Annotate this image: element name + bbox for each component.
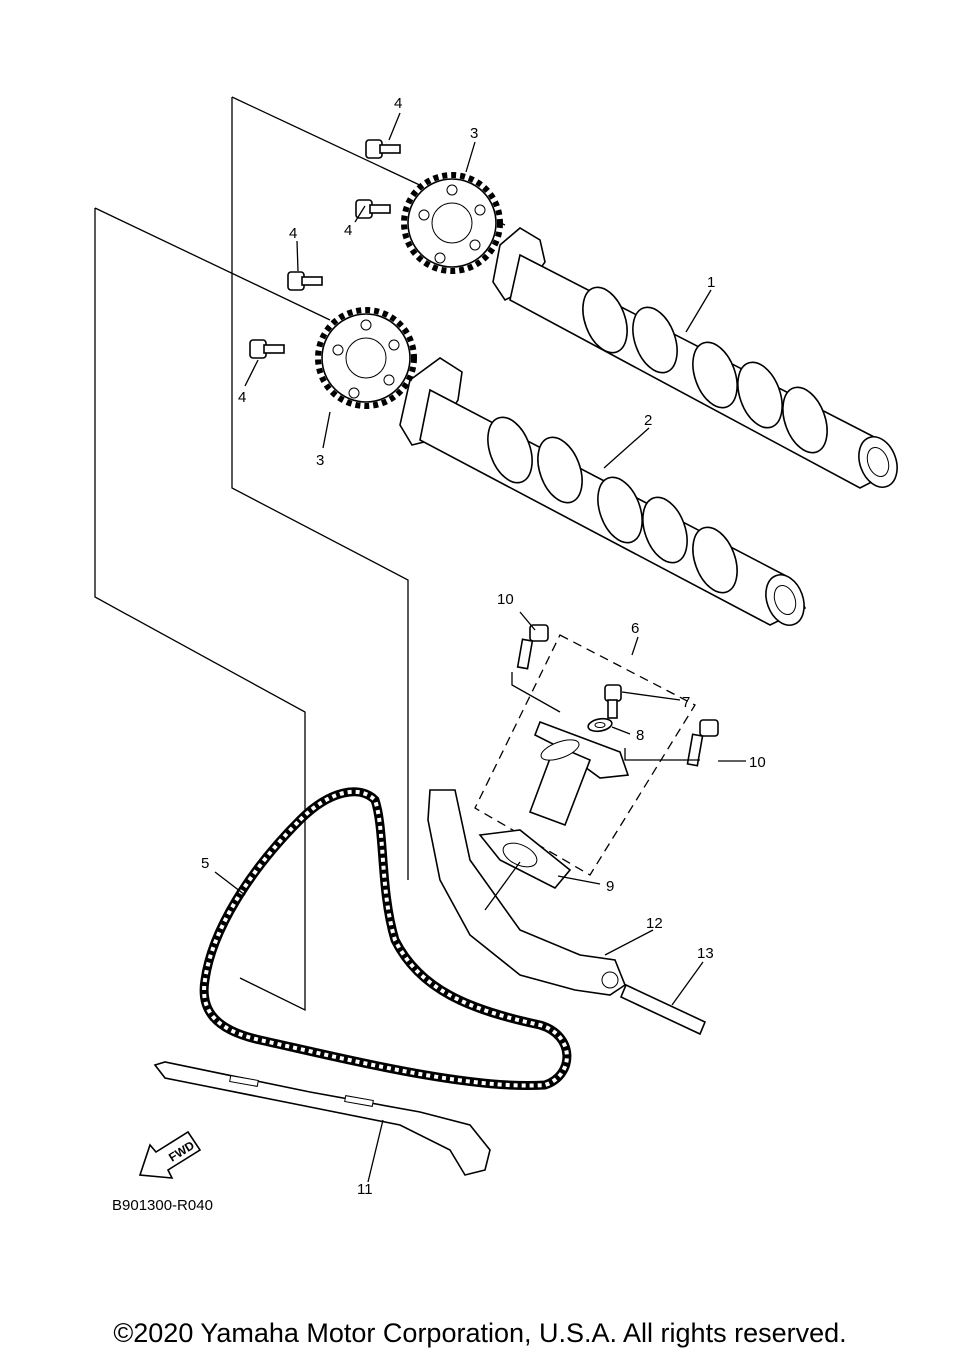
sprocket-upper [401,172,503,274]
reference-frame-lower [94,207,331,1012]
callout-3-lower: 3 [316,452,324,469]
callout-8: 8 [636,727,644,744]
copyright-notice: ©2020 Yamaha Motor Corporation, U.S.A. A… [113,1318,847,1348]
callout-3-upper: 3 [470,125,478,142]
callout-12: 12 [646,915,663,932]
sprocket-lower [315,307,417,409]
bolt-4c [287,271,323,291]
callout-10-a: 10 [497,591,514,608]
gasket-9 [478,829,572,890]
tensioner-body [528,720,630,827]
camshaft-upper [492,227,898,489]
callout-7: 7 [682,694,690,711]
callout-4-c: 4 [289,225,297,242]
bolt-4d [249,339,285,359]
leader-lines [214,112,746,1183]
timing-chain [199,787,572,1091]
pin-13 [619,983,707,1036]
washer-8 [587,717,613,733]
callout-labels: 1 2 3 3 4 4 4 4 5 6 7 8 9 10 10 11 12 13 [201,95,766,1198]
callout-11: 11 [357,1181,373,1198]
callout-1: 1 [707,274,715,291]
callout-10-b: 10 [749,754,766,771]
callout-4-a: 4 [394,95,402,112]
callout-2: 2 [644,412,652,429]
exploded-parts-diagram: FWD 1 2 3 3 4 4 4 4 5 6 7 8 [94,95,898,1198]
bolt-7 [604,684,622,719]
bolt-4a [365,139,401,159]
callout-4-b: 4 [344,222,352,239]
tensioner-dashed-box [474,634,696,876]
bolt-10b [686,719,719,767]
bolt-4b [355,199,391,219]
callout-9: 9 [606,878,614,895]
camshaft-lower [399,357,807,626]
callout-5: 5 [201,855,209,872]
chain-guide-11 [153,1061,491,1176]
callout-6: 6 [631,620,639,637]
bolt-10a [516,624,549,670]
forward-arrow-icon: FWD [138,1130,202,1179]
diagram-reference-code: B901300-R040 [112,1197,213,1214]
callout-4-d: 4 [238,389,246,406]
callout-13: 13 [697,945,714,962]
chain-guide-12 [427,789,626,996]
